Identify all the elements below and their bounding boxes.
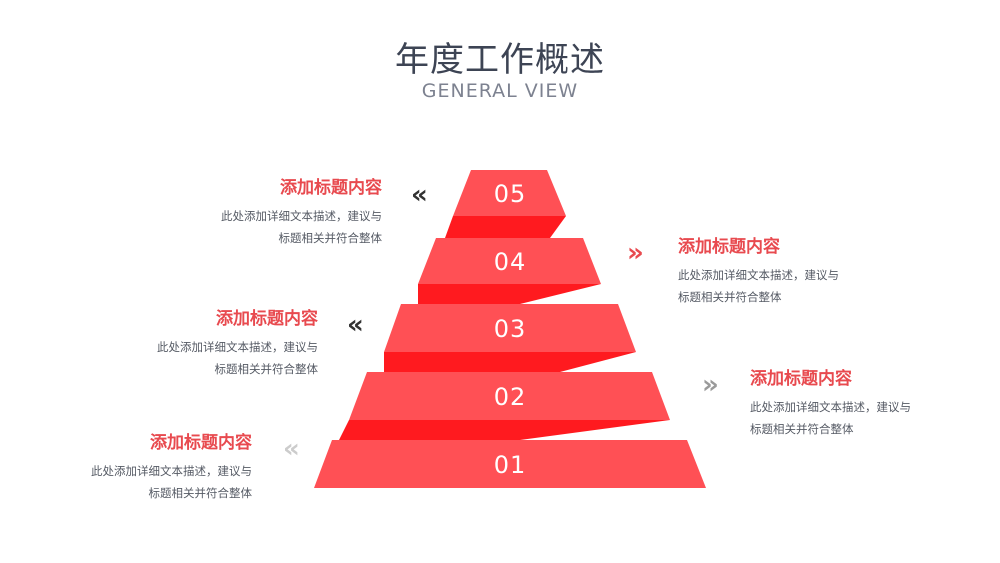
text-block-03: 添加标题内容 此处添加详细文本描述，建议与 标题相关并符合整体	[58, 308, 318, 380]
step-04-label: 04	[494, 248, 527, 276]
heading-01: 添加标题内容	[150, 433, 252, 453]
step-02-label: 02	[494, 383, 527, 411]
step-03-label: 03	[494, 315, 527, 343]
fold-04-03	[418, 284, 601, 304]
chevron-left-icon: «	[283, 434, 300, 464]
step-03	[384, 304, 636, 352]
text-block-02: 添加标题内容 此处添加详细文本描述，建议与 标题相关并符合整体	[750, 368, 1000, 440]
heading-05: 添加标题内容	[280, 178, 382, 198]
page-subtitle: GENERAL VIEW	[421, 80, 579, 102]
desc-03-line2: 标题相关并符合整体	[214, 362, 319, 376]
desc-05-line2: 标题相关并符合整体	[278, 231, 383, 245]
fold-03-02	[384, 352, 636, 372]
step-05	[453, 170, 566, 216]
desc-04-line2: 标题相关并符合整体	[678, 290, 782, 304]
text-block-01: 添加标题内容 此处添加详细文本描述，建议与 标题相关并符合整体	[0, 432, 252, 504]
chevron-right-icon: »	[627, 238, 644, 268]
text-block-05: 添加标题内容 此处添加详细文本描述，建议与 标题相关并符合整体	[122, 177, 382, 249]
desc-05-line1: 此处添加详细文本描述，建议与	[221, 209, 382, 223]
step-01	[314, 440, 706, 488]
fold-05-04	[445, 216, 566, 238]
page-title: 年度工作概述	[395, 40, 605, 80]
heading-02: 添加标题内容	[750, 369, 852, 389]
desc-02-line1: 此处添加详细文本描述，建议与	[750, 400, 911, 414]
step-05-label: 05	[494, 180, 527, 208]
fold-02-01	[339, 420, 670, 440]
heading-03: 添加标题内容	[216, 309, 318, 329]
desc-04-line1: 此处添加详细文本描述，建议与	[678, 268, 839, 282]
text-block-04: 添加标题内容 此处添加详细文本描述，建议与 标题相关并符合整体	[678, 236, 938, 308]
step-02	[349, 372, 670, 420]
desc-01-line1: 此处添加详细文本描述，建议与	[91, 464, 252, 478]
desc-01-line2: 标题相关并符合整体	[148, 486, 253, 500]
step-01-label: 01	[494, 451, 527, 479]
desc-02-line2: 标题相关并符合整体	[750, 422, 854, 436]
heading-04: 添加标题内容	[678, 237, 780, 257]
chevron-left-icon: «	[347, 310, 364, 340]
chevron-right-icon: »	[702, 370, 719, 400]
desc-03-line1: 此处添加详细文本描述，建议与	[157, 340, 318, 354]
chevron-left-icon: «	[411, 180, 428, 210]
step-04	[418, 238, 601, 284]
